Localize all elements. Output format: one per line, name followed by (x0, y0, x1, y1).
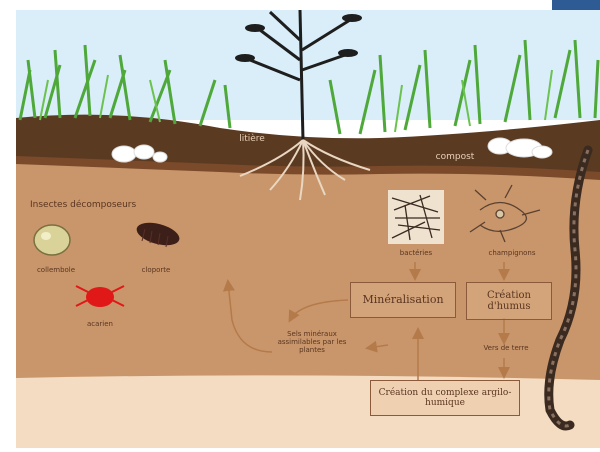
label-litiere: litière (232, 134, 272, 144)
label-compost: compost (425, 152, 485, 162)
label-cloporte: cloporte (126, 266, 186, 274)
bacteria-illustration (388, 190, 444, 244)
insects-title: Insectes décomposeurs (30, 200, 190, 210)
mineralisation-label: Minéralisation (362, 294, 443, 307)
corner-badge (552, 0, 600, 10)
label-acarien: acarien (72, 320, 128, 328)
label-collembole: collembole (26, 266, 86, 274)
creation-humus-label: Création d'humus (467, 290, 551, 313)
label-sels-mineraux: Sels minéraux assimilables par les plant… (272, 330, 352, 354)
box-complexe: Création du complexe argilo-humique (370, 380, 520, 416)
label-bacteries: bactéries (386, 249, 446, 257)
complexe-label: Création du complexe argilo-humique (371, 388, 519, 409)
label-vers-de-terre: Vers de terre (474, 344, 538, 352)
box-mineralisation: Minéralisation (350, 282, 456, 318)
box-creation-humus: Création d'humus (466, 282, 552, 320)
label-champignons: champignons (472, 249, 552, 257)
collembole-illustration (34, 225, 70, 255)
